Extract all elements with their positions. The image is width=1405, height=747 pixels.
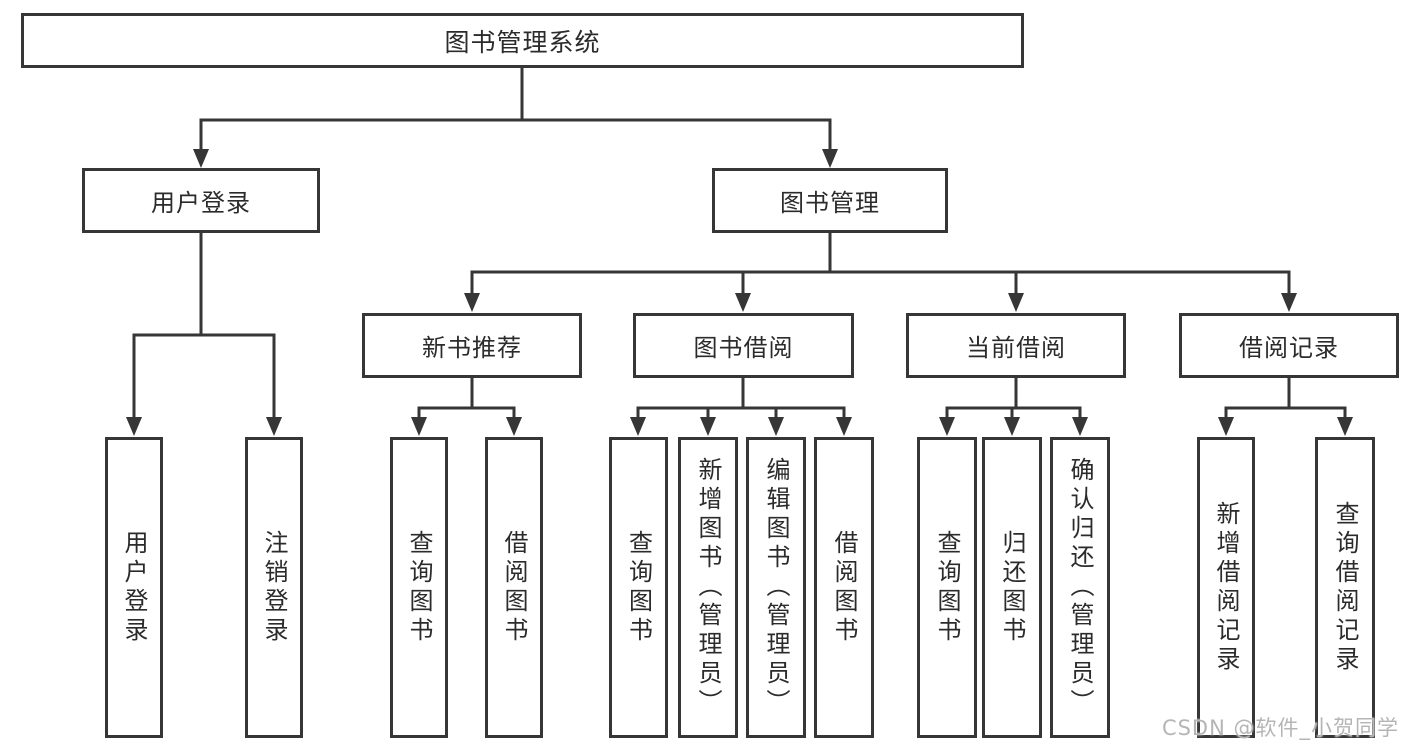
node-leaf-records-query-record-label: 查询借阅记录 xyxy=(1331,500,1359,675)
node-leaf-borrow-borrow-books: 借阅图书 xyxy=(814,437,874,738)
node-leaf-borrow-edit-book-admin: 编辑图书（管理员） xyxy=(746,437,806,738)
node-book-management: 图书管理 xyxy=(712,168,948,233)
node-leaf-logout-label: 注销登录 xyxy=(260,529,288,646)
node-book-borrow: 图书借阅 xyxy=(633,313,854,378)
node-current-borrow-label: 当前借阅 xyxy=(966,334,1066,362)
node-borrow-records: 借阅记录 xyxy=(1179,313,1399,378)
arrow-heads xyxy=(126,149,1353,436)
node-current-borrow: 当前借阅 xyxy=(906,313,1126,378)
node-leaf-recommend-query-books: 查询图书 xyxy=(390,437,448,738)
node-leaf-current-confirm-return-admin: 确认归还（管理员） xyxy=(1050,437,1110,738)
node-leaf-current-confirm-return-admin-label: 确认归还（管理员） xyxy=(1066,457,1094,718)
node-leaf-borrow-query-books-label: 查询图书 xyxy=(624,529,653,646)
node-borrow-records-label: 借阅记录 xyxy=(1239,334,1339,362)
node-leaf-recommend-borrow-books: 借阅图书 xyxy=(485,437,543,738)
node-leaf-borrow-query-books: 查询图书 xyxy=(609,437,668,738)
node-leaf-borrow-add-book-admin: 新增图书（管理员） xyxy=(678,437,738,738)
node-leaf-records-query-record: 查询借阅记录 xyxy=(1315,437,1375,738)
node-leaf-current-query-books: 查询图书 xyxy=(917,437,977,738)
node-user-login: 用户登录 xyxy=(82,168,320,233)
node-leaf-user-login-label: 用户登录 xyxy=(120,529,148,646)
node-leaf-borrow-borrow-books-label: 借阅图书 xyxy=(830,529,858,646)
node-book-borrow-label: 图书借阅 xyxy=(693,334,794,362)
node-root-label: 图书管理系统 xyxy=(444,27,601,57)
node-leaf-records-add-record: 新增借阅记录 xyxy=(1197,437,1255,738)
node-root: 图书管理系统 xyxy=(21,13,1024,68)
node-leaf-logout: 注销登录 xyxy=(245,437,303,738)
node-new-book-recommend-label: 新书推荐 xyxy=(422,334,522,362)
node-leaf-current-query-books-label: 查询图书 xyxy=(933,529,961,646)
node-leaf-recommend-borrow-books-label: 借阅图书 xyxy=(500,529,528,646)
node-leaf-user-login: 用户登录 xyxy=(105,437,163,738)
node-leaf-current-return-books: 归还图书 xyxy=(982,437,1042,738)
node-leaf-borrow-edit-book-admin-label: 编辑图书（管理员） xyxy=(762,457,790,718)
node-book-management-label: 图书管理 xyxy=(780,189,880,217)
csdn-watermark: CSDN @软件_小贺同学 xyxy=(1161,716,1399,740)
node-new-book-recommend: 新书推荐 xyxy=(362,313,582,378)
node-user-login-label: 用户登录 xyxy=(151,189,251,217)
node-leaf-records-add-record-label: 新增借阅记录 xyxy=(1212,500,1240,675)
node-leaf-recommend-query-books-label: 查询图书 xyxy=(405,529,433,646)
node-leaf-current-return-books-label: 归还图书 xyxy=(998,529,1026,646)
node-leaf-borrow-add-book-admin-label: 新增图书（管理员） xyxy=(694,457,722,718)
